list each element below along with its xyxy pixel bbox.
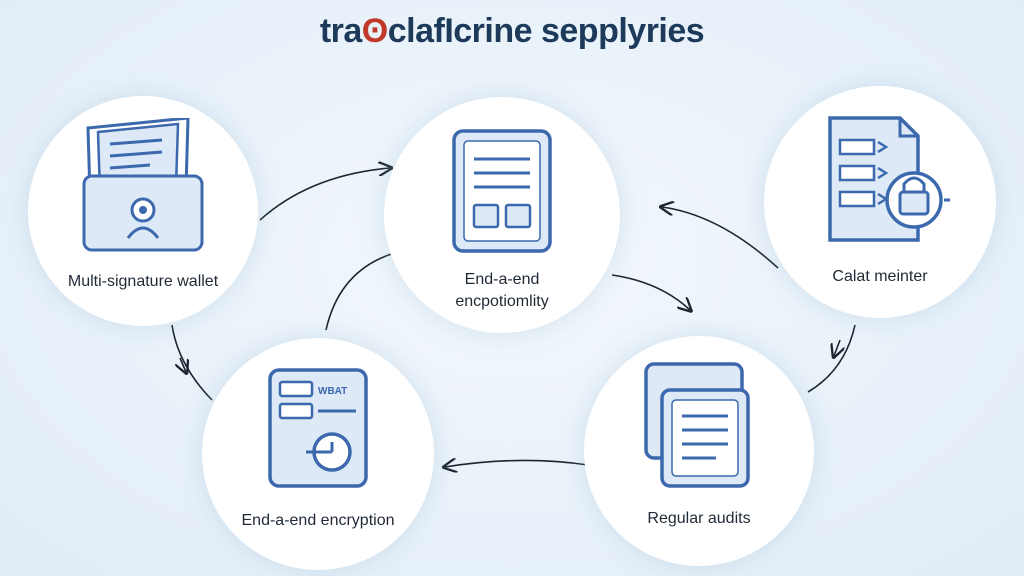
diagram-title: traʘclafIcrine sepplyries: [0, 12, 1024, 51]
document-lock-icon: [828, 116, 950, 242]
node-encryption: WBAT End-a-end encryption: [202, 338, 434, 570]
arrow-wallet-to-encryption-head: [180, 357, 186, 372]
arrow-center-to-audits: [611, 274, 690, 310]
node-wallet-label: Multi-signature wallet: [28, 271, 258, 293]
stacked-documents-icon: [644, 362, 750, 488]
node-encryption-label-line-1: End-a-end encryption: [241, 512, 395, 529]
document-icon: [452, 129, 552, 253]
wallet-document-icon: [82, 118, 204, 252]
node-contract: Calat meinter: [764, 86, 996, 318]
node-center-label-line-2: encpotiomlity: [455, 293, 549, 310]
arrow-wallet-to-encryption: [171, 324, 213, 401]
node-wallet-label-line-1: Multi-signature wallet: [67, 273, 219, 290]
node-center-label-line-1: End-a-end: [464, 271, 540, 288]
title-mark: ʘ: [361, 12, 388, 50]
node-center-label: End-a-end encpotiomlity: [384, 269, 620, 313]
arrow-contract-to-center: [662, 207, 779, 269]
arrow-wallet-to-center: [259, 168, 390, 221]
arrow-encryption-to-center: [325, 251, 399, 331]
node-contract-label: Calat meinter: [764, 266, 996, 288]
node-encryption-label: End-a-end encryption: [202, 510, 434, 532]
title-part-1: tra: [319, 12, 362, 50]
arrow-audits-to-encryption: [445, 460, 589, 467]
node-audits: Regular audits: [584, 336, 814, 566]
node-audits-label: Regular audits: [584, 508, 814, 530]
node-wallet: Multi-signature wallet: [28, 96, 258, 326]
node-contract-label-line-1: Calat meinter: [832, 268, 928, 285]
encryption-panel-icon: WBAT: [268, 368, 368, 488]
node-center: End-a-end encpotiomlity: [384, 97, 620, 333]
title-part-2: clafIcrine sepplyries: [387, 12, 705, 50]
arrow-contract-to-audits: [807, 324, 856, 393]
arrow-contract-to-audits-head: [834, 339, 840, 356]
node-audits-label-line-1: Regular audits: [647, 510, 751, 527]
encryption-panel-text: WBAT: [318, 386, 347, 397]
